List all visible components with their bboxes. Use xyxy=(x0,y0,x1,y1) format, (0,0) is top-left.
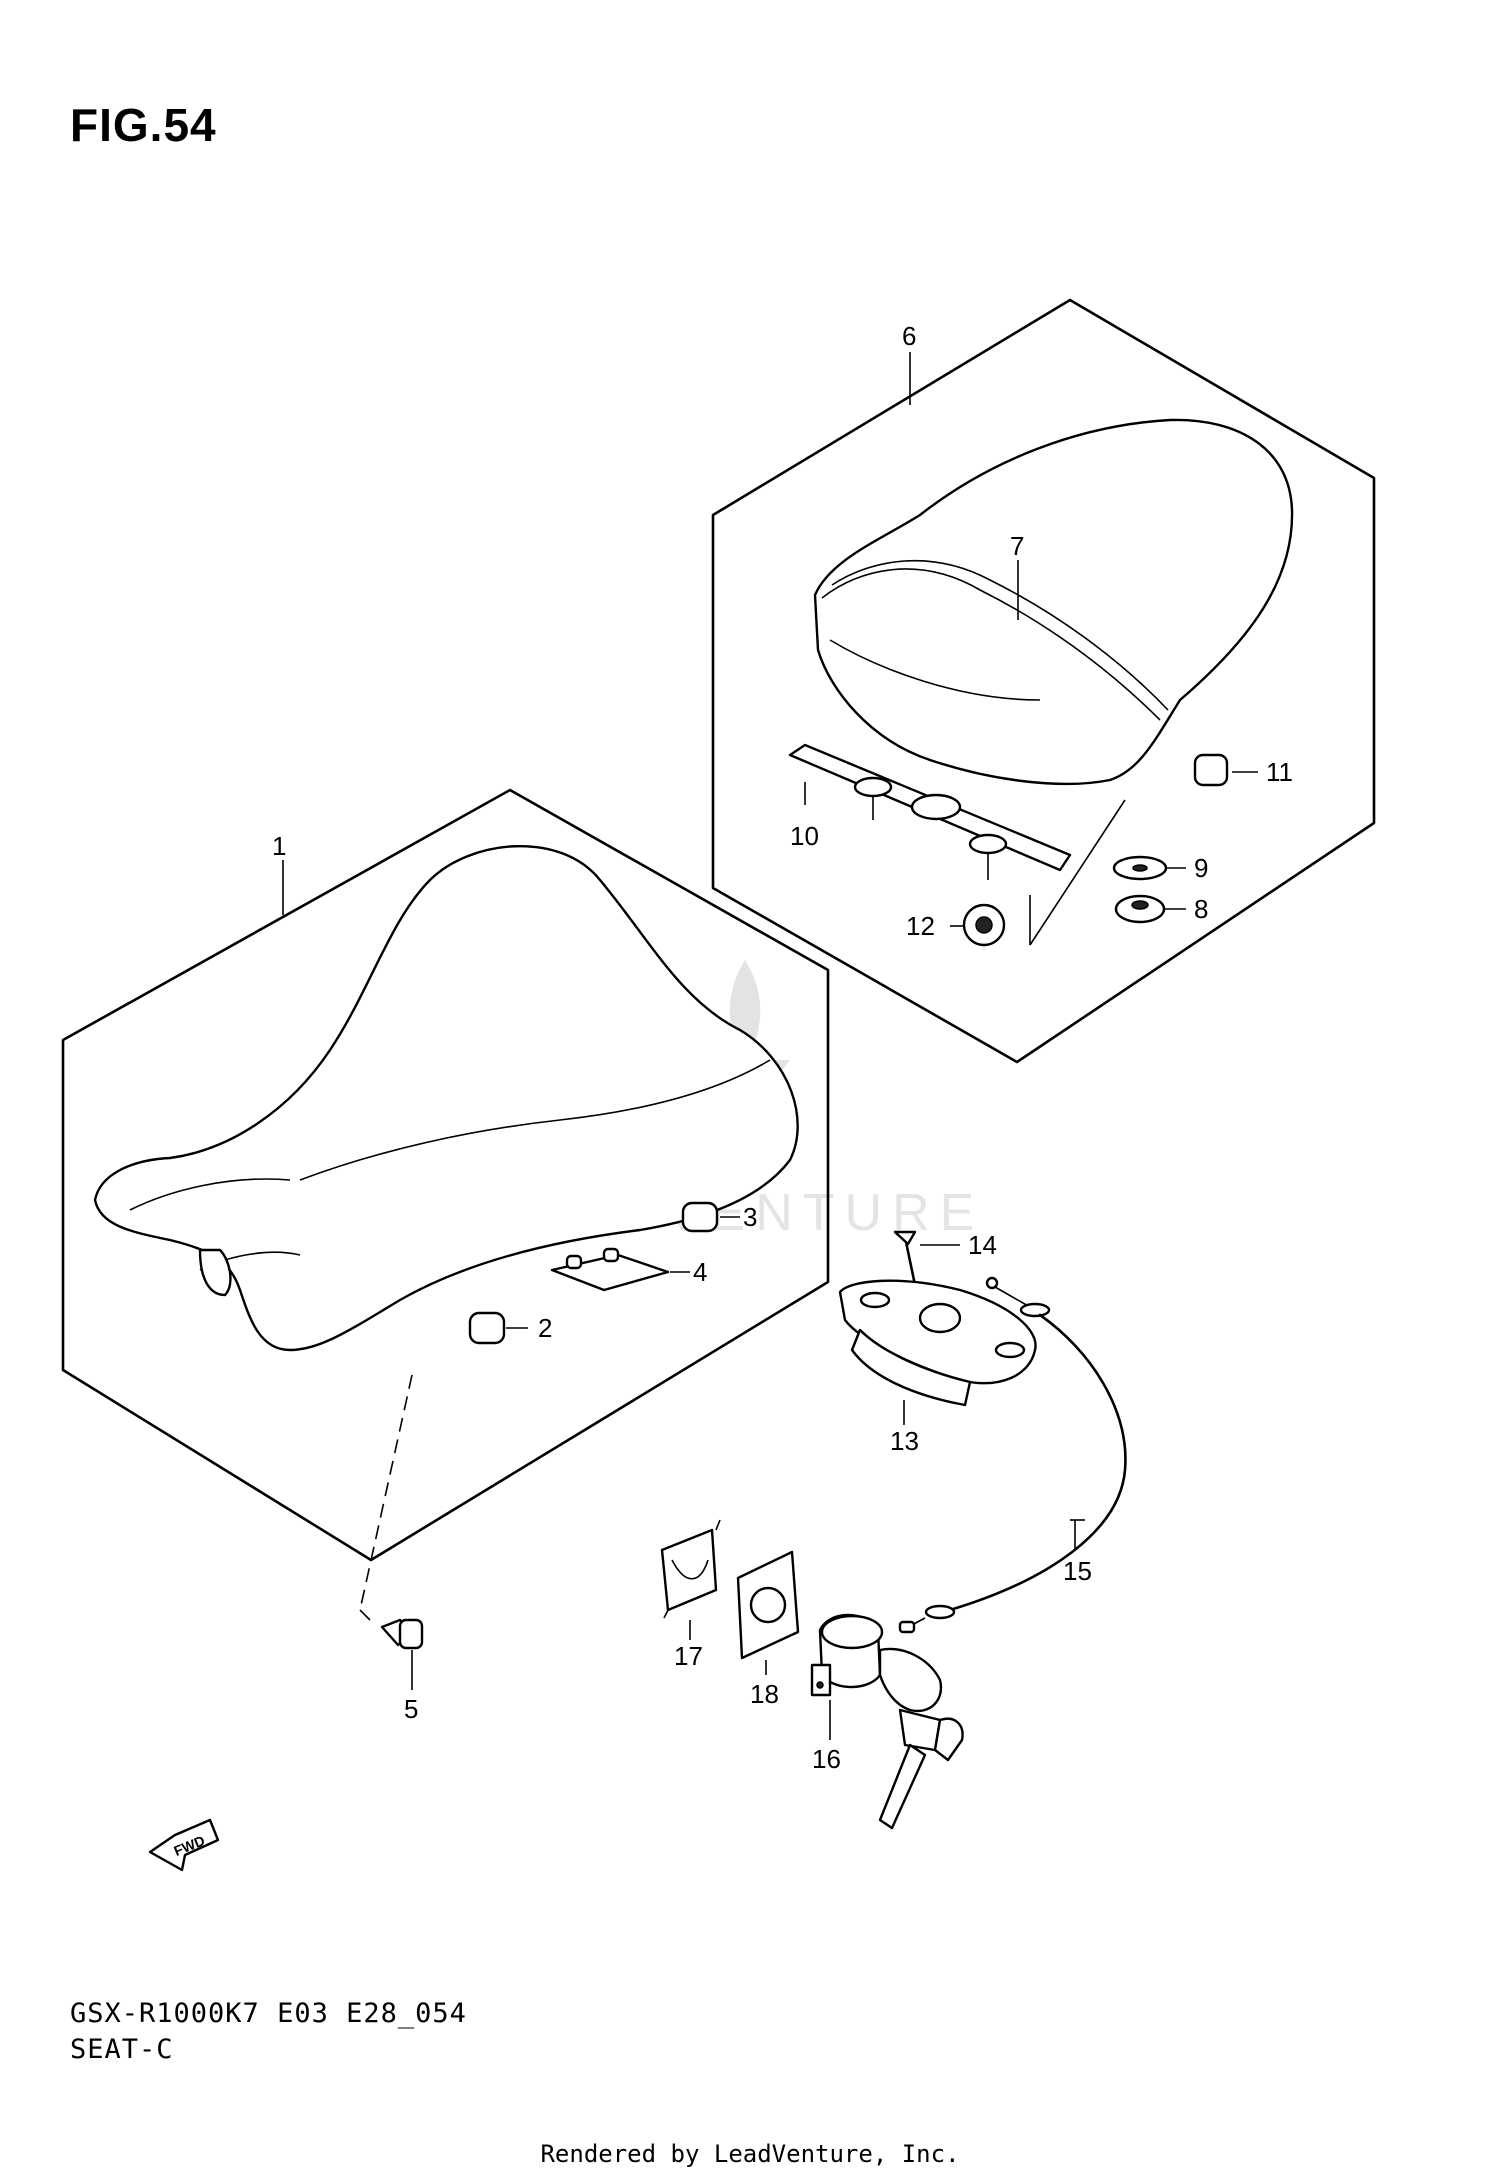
fwd-arrow-icon: FWD xyxy=(148,1818,220,1872)
clip-17 xyxy=(660,1519,721,1619)
section-name: SEAT-C xyxy=(70,2034,174,2065)
rear-seat-group xyxy=(711,298,1376,1064)
callout-13: 13 xyxy=(890,1426,919,1456)
callout-labels: 1 2 3 4 5 6 7 8 9 10 11 12 13 14 15 16 1… xyxy=(272,321,1293,1774)
callout-12: 12 xyxy=(906,911,935,941)
callout-3: 3 xyxy=(743,1202,757,1232)
callout-5: 5 xyxy=(404,1694,418,1724)
callout-1: 1 xyxy=(272,831,286,861)
figure-title: FIG.54 xyxy=(70,99,217,151)
render-credit: Rendered by LeadVenture, Inc. xyxy=(540,2140,960,2168)
callout-16: 16 xyxy=(812,1744,841,1774)
callout-14: 14 xyxy=(968,1230,997,1260)
callout-15: 15 xyxy=(1063,1556,1092,1586)
leader-lines xyxy=(282,352,1258,1740)
model-code: GSX-R1000K7 E03 E28_054 xyxy=(70,1998,467,2029)
callout-9: 9 xyxy=(1194,853,1208,883)
callout-2: 2 xyxy=(538,1313,552,1343)
callout-10: 10 xyxy=(790,821,819,851)
callout-7: 7 xyxy=(1010,531,1024,561)
callout-18: 18 xyxy=(750,1679,779,1709)
plate-18 xyxy=(736,1550,800,1660)
callout-17: 17 xyxy=(674,1641,703,1671)
front-seat-group xyxy=(61,788,830,1621)
lock-16 xyxy=(810,1613,964,1830)
callout-4: 4 xyxy=(693,1257,707,1287)
bolt-5 xyxy=(380,1618,424,1650)
seat-lock-assembly xyxy=(838,1230,1127,1634)
callout-6: 6 xyxy=(902,321,916,351)
callout-8: 8 xyxy=(1194,894,1208,924)
callout-11: 11 xyxy=(1266,757,1293,787)
